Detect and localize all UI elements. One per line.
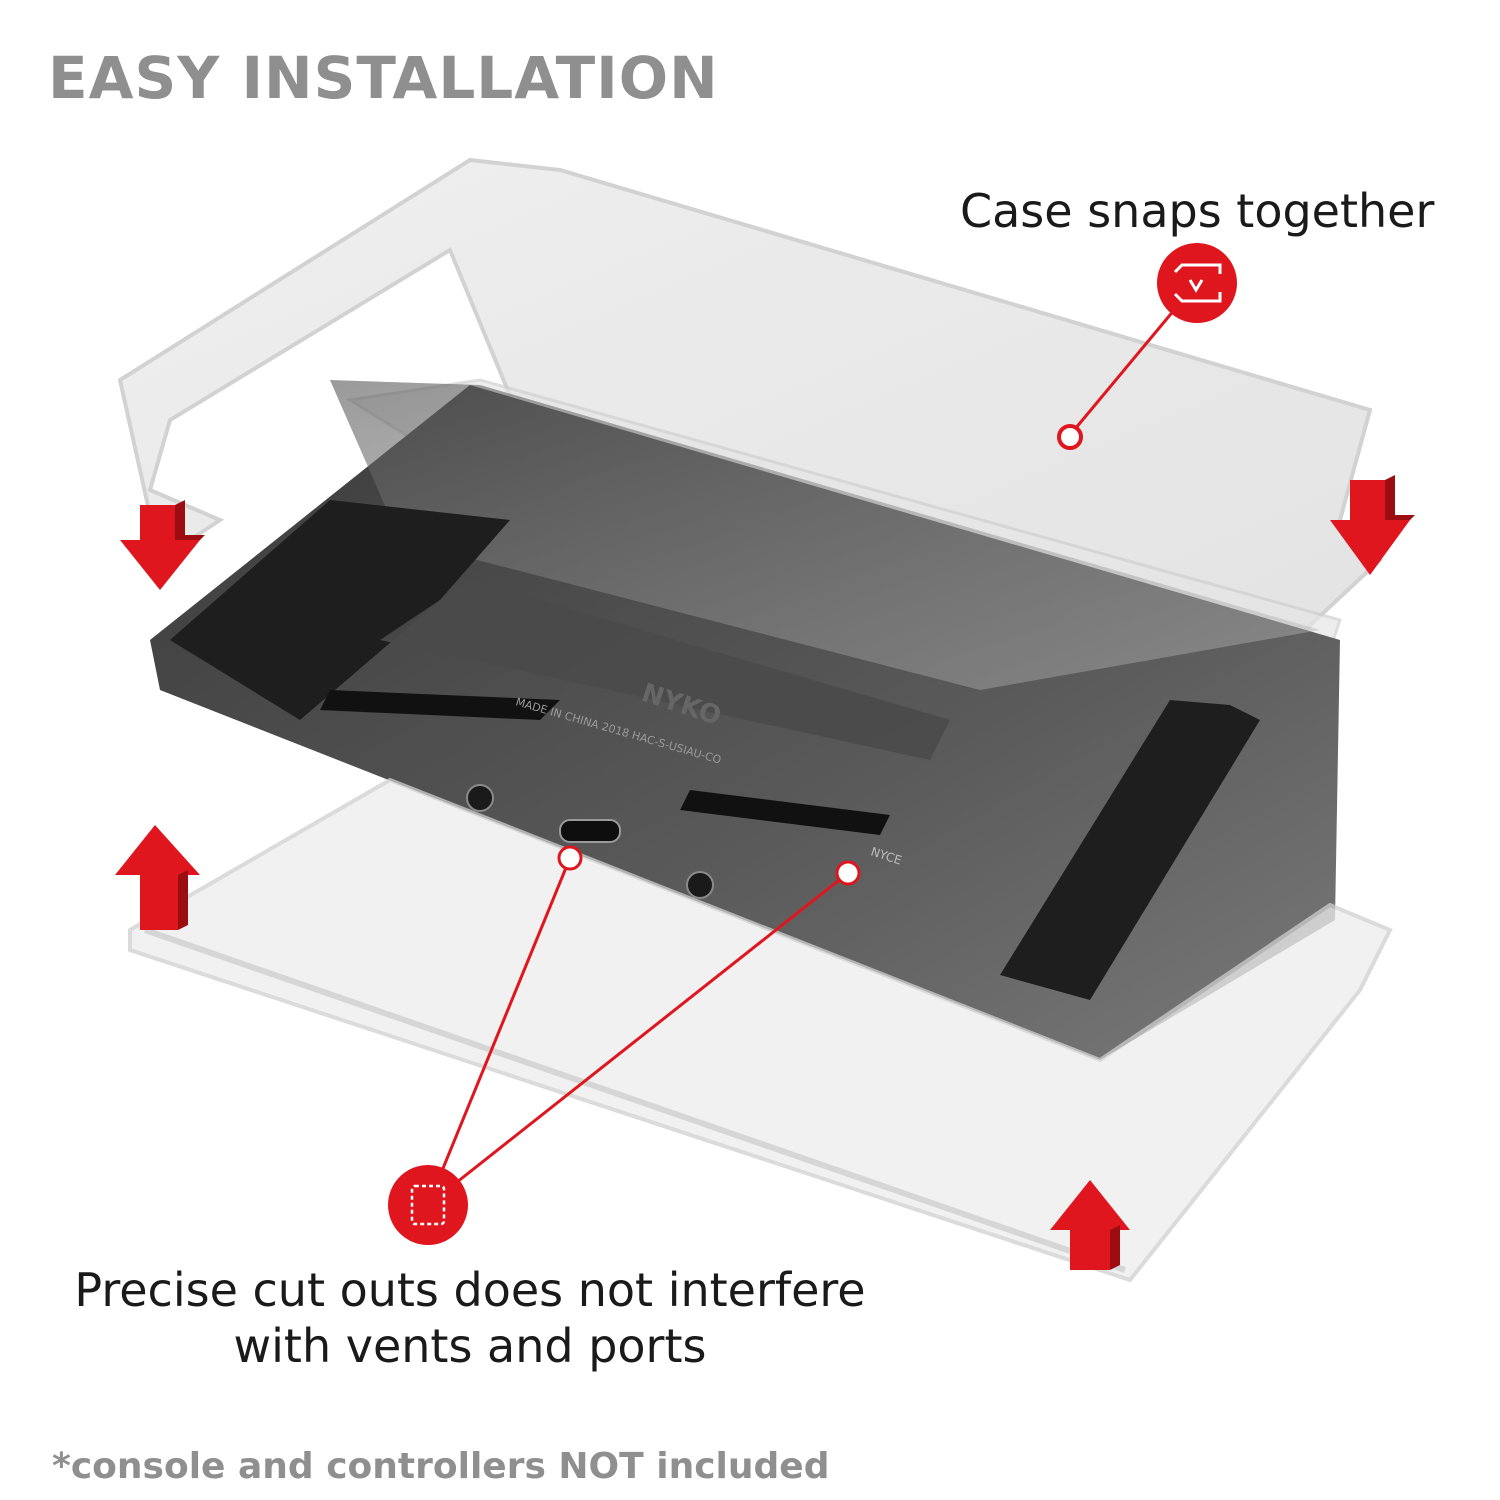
page-title: EASY INSTALLATION	[48, 44, 719, 112]
snap-callout	[1057, 243, 1237, 450]
snap-caption: Case snaps together	[960, 184, 1435, 238]
arrow-up-right-icon	[1050, 1180, 1130, 1270]
console-body	[150, 380, 1340, 1060]
cutout-callout	[388, 845, 861, 1245]
snap-together-icon	[1157, 243, 1237, 323]
cutout-caption: Precise cut outs does not interfere with…	[74, 1263, 866, 1373]
arrow-down-right-icon	[1330, 475, 1415, 575]
disclaimer: *console and controllers NOT included	[52, 1446, 830, 1487]
arrow-up-left-icon	[115, 825, 200, 930]
cutout-frame-icon	[388, 1165, 468, 1245]
arrow-down-left-icon	[120, 500, 205, 590]
bottom-case-shell	[128, 777, 1393, 1283]
